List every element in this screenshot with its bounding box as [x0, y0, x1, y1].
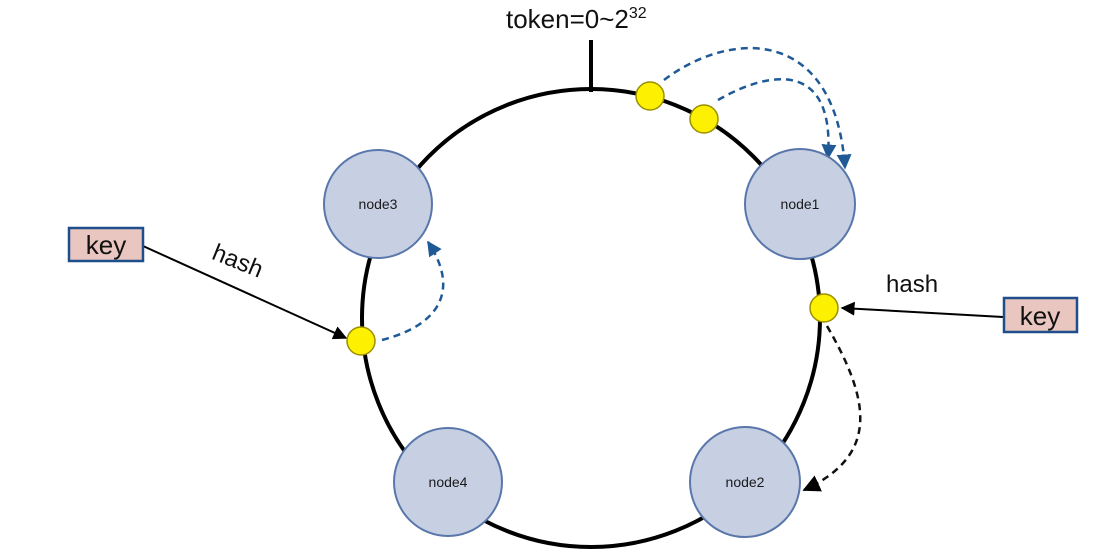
- key-label-left: key: [86, 230, 126, 260]
- hash-arrow-left: [142, 245, 348, 340]
- token-label: token=0~232: [506, 4, 647, 34]
- key-box-left: key: [67, 226, 145, 263]
- node1-label: node1: [781, 196, 820, 212]
- node2-label: node2: [726, 474, 765, 490]
- node1: node1: [744, 148, 856, 260]
- hash-point-top-1: [635, 81, 665, 111]
- hash-label-left: hash: [208, 239, 266, 284]
- dashed-arrow-top-point-2-to-node1: [717, 77, 837, 160]
- hash-point-right: [809, 293, 839, 323]
- key-box-right: key: [1002, 296, 1079, 334]
- node2: node2: [689, 426, 801, 538]
- key-label-right: key: [1020, 301, 1060, 331]
- dashed-arrow-right-point-to-node2: [802, 325, 862, 492]
- hash-point-top-2: [689, 104, 719, 134]
- node3: node3: [323, 149, 433, 259]
- dashed-arrow-top-point-1-to-node1: [663, 46, 852, 170]
- hash-label-right: hash: [886, 271, 938, 298]
- hash-point-left: [346, 326, 376, 356]
- node4: node4: [393, 427, 503, 537]
- node4-label: node4: [429, 474, 468, 490]
- node3-label: node3: [359, 196, 398, 212]
- hash-arrow-right: [840, 301, 1004, 318]
- token-prefix: token=0~2: [506, 4, 629, 34]
- token-exponent: 32: [629, 5, 647, 22]
